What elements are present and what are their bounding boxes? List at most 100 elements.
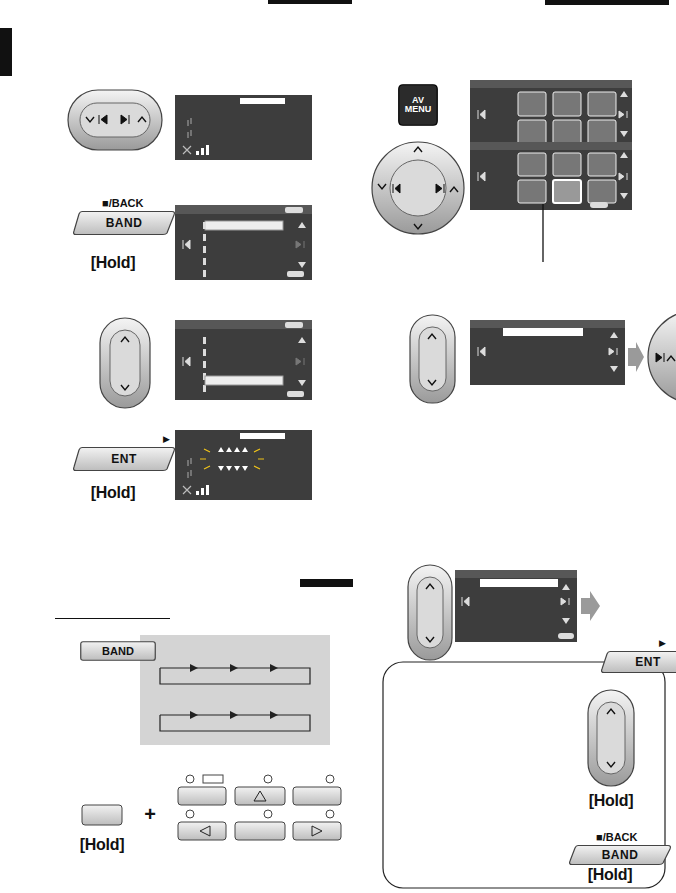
menu-screen bbox=[588, 120, 616, 144]
setting-screen bbox=[455, 570, 577, 642]
menu-screen bbox=[518, 92, 546, 116]
button-label: BAND bbox=[72, 210, 176, 236]
setting-screen bbox=[455, 570, 577, 642]
band-sequence-panel bbox=[140, 635, 330, 745]
control-dial bbox=[80, 103, 150, 137]
display-screen bbox=[183, 146, 191, 154]
control-button: ■/BACKBAND bbox=[568, 830, 672, 866]
button-outline bbox=[399, 85, 438, 126]
button-face: ENT bbox=[600, 650, 676, 674]
control-dial bbox=[99, 115, 107, 124]
note-box bbox=[607, 709, 615, 714]
setting-screen bbox=[561, 598, 569, 605]
setting-screen bbox=[478, 347, 485, 356]
header-bar bbox=[545, 0, 669, 5]
band-sequence-panel bbox=[190, 711, 278, 719]
preset-button-grid bbox=[293, 787, 341, 805]
menu-screen bbox=[518, 180, 546, 203]
plain-button bbox=[82, 805, 122, 825]
setting-screen bbox=[470, 320, 625, 385]
display-screen bbox=[201, 148, 204, 155]
preset-button-grid bbox=[186, 775, 334, 818]
setting-screen bbox=[455, 570, 577, 578]
list-screen bbox=[296, 241, 304, 248]
round-dial bbox=[372, 142, 464, 234]
up-down-control bbox=[426, 637, 434, 642]
hold-instruction: [Hold] bbox=[589, 792, 633, 810]
list-screen bbox=[203, 361, 206, 368]
menu-screen bbox=[588, 180, 616, 203]
list-screen bbox=[175, 205, 312, 214]
list-screen bbox=[175, 205, 312, 280]
menu-screen bbox=[478, 172, 485, 181]
list-screen bbox=[183, 357, 190, 366]
up-down-control bbox=[410, 315, 455, 403]
flow-arrow bbox=[628, 342, 644, 372]
button-caption: ■/BACK bbox=[72, 196, 176, 210]
list-screen bbox=[203, 385, 206, 392]
menu-screen bbox=[470, 80, 632, 150]
display-screen bbox=[188, 470, 191, 478]
list-screen bbox=[298, 222, 306, 228]
menu-screen bbox=[518, 153, 616, 203]
setting-screen bbox=[609, 348, 617, 355]
band-sequence-panel bbox=[160, 715, 310, 731]
up-down-control bbox=[428, 334, 436, 339]
menu-screen bbox=[518, 120, 546, 144]
menu-screen bbox=[619, 173, 627, 180]
menu-screen bbox=[518, 153, 546, 176]
preset-button-grid bbox=[326, 775, 334, 783]
combine-sign: + bbox=[144, 803, 155, 826]
list-screen bbox=[298, 380, 306, 386]
hold-instruction: [Hold] bbox=[91, 484, 135, 502]
header-bar bbox=[300, 579, 353, 587]
flow-arrow bbox=[581, 591, 600, 621]
list-screen bbox=[203, 222, 206, 229]
menu-screen bbox=[478, 110, 485, 119]
button-outline bbox=[81, 642, 156, 661]
control-dial bbox=[68, 90, 162, 150]
menu-screen bbox=[619, 111, 627, 118]
skip-knob bbox=[648, 311, 676, 403]
header-bar bbox=[55, 618, 170, 619]
header-bar bbox=[0, 0, 669, 619]
list-screen bbox=[203, 234, 206, 241]
menu-screen bbox=[553, 180, 581, 203]
control-button: ■/BACKBAND bbox=[72, 196, 176, 236]
list-screen bbox=[298, 262, 306, 268]
list-screen bbox=[203, 337, 206, 344]
control-button: ▶ENT bbox=[72, 432, 176, 472]
preset-button-grid bbox=[264, 810, 272, 818]
up-down-control bbox=[428, 380, 436, 385]
header-bar bbox=[0, 28, 12, 76]
list-screen bbox=[298, 337, 306, 343]
setting-screen bbox=[480, 579, 558, 587]
display-screen bbox=[206, 145, 209, 155]
list-screen bbox=[287, 271, 304, 277]
setting-screen bbox=[558, 633, 574, 639]
menu-screen bbox=[553, 92, 581, 116]
control-dial bbox=[138, 117, 146, 122]
menu-screen bbox=[518, 92, 616, 144]
skip-knob bbox=[648, 311, 676, 403]
menu-screen bbox=[553, 120, 581, 144]
menu-screen bbox=[620, 131, 628, 137]
button-caption: ▶ bbox=[600, 636, 676, 650]
button-face: AV MENU bbox=[398, 84, 438, 126]
plain-button bbox=[82, 805, 122, 825]
display-screen bbox=[240, 433, 285, 439]
display-screen bbox=[196, 491, 199, 495]
up-down-control bbox=[408, 565, 452, 660]
button-face: BAND bbox=[80, 641, 156, 661]
preset-button-grid bbox=[178, 787, 341, 840]
up-down-control bbox=[410, 315, 455, 403]
round-dial bbox=[414, 147, 422, 152]
button-label: AV MENU bbox=[398, 84, 438, 126]
round-dial bbox=[378, 184, 386, 189]
preset-button-grid bbox=[235, 787, 285, 805]
preset-button-grid bbox=[203, 775, 223, 783]
list-screen bbox=[203, 349, 206, 356]
list-screen bbox=[285, 322, 303, 328]
list-screen bbox=[296, 358, 304, 365]
hold-instruction: [Hold] bbox=[80, 836, 124, 854]
